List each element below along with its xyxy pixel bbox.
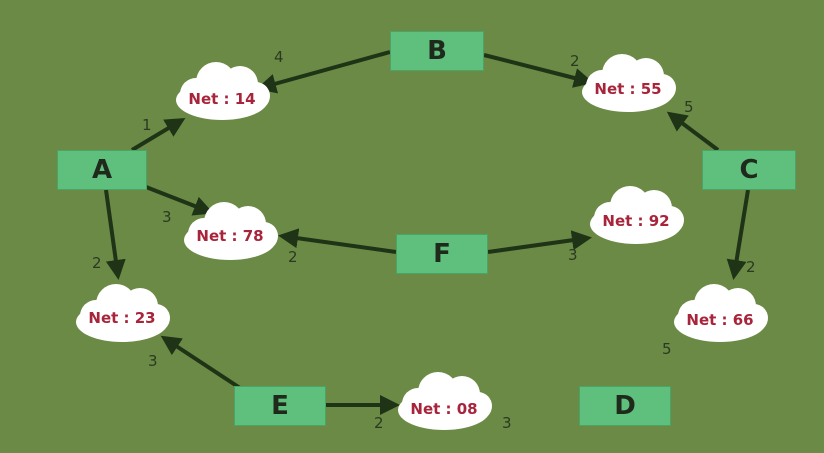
cost-label: 2: [288, 248, 298, 266]
links: [104, 50, 750, 415]
cost-label: 5: [684, 98, 694, 116]
link-b-net14: [256, 50, 391, 94]
link-a-net23: [104, 189, 126, 280]
cost-label: 2: [570, 52, 580, 70]
router-a: A: [57, 150, 147, 190]
cost-label: 4: [274, 48, 284, 66]
link-f-net92: [487, 230, 592, 254]
network-cloud-78: Net : 78: [184, 202, 278, 260]
router-label: F: [433, 239, 451, 269]
network-label: Net : 08: [410, 400, 477, 418]
network-cloud-92: Net : 92: [590, 186, 684, 244]
link-costs: 4 2 5 1 3 2 2 3 2 5 3 2 3: [92, 48, 756, 432]
cost-label: 5: [662, 340, 672, 358]
network-label: Net : 23: [88, 309, 155, 327]
network-label: Net : 14: [188, 90, 255, 108]
cost-label: 3: [568, 246, 578, 264]
link-b-net55: [483, 53, 594, 88]
router-label: C: [739, 155, 759, 185]
network-label: Net : 55: [594, 80, 661, 98]
cost-label: 1: [142, 116, 152, 134]
network-cloud-23: Net : 23: [76, 284, 170, 342]
router-d: D: [579, 386, 671, 426]
router-label: B: [427, 36, 447, 66]
cost-label: 3: [148, 352, 158, 370]
link-e-net23: [160, 335, 242, 390]
link-a-net14: [130, 117, 186, 152]
network-cloud-14: Net : 14: [176, 62, 270, 120]
router-label: E: [271, 391, 289, 421]
router-label: D: [614, 391, 636, 421]
link-a-net78: [145, 185, 214, 216]
cost-label: 2: [746, 258, 756, 276]
router-f: F: [396, 234, 488, 274]
network-cloud-66: Net : 66: [674, 284, 768, 342]
network-label: Net : 78: [196, 227, 263, 245]
network-label: Net : 66: [686, 311, 753, 329]
router-b: B: [390, 31, 484, 71]
network-cloud-08: Net : 08: [398, 372, 492, 430]
cost-label: 3: [502, 414, 512, 432]
router-e: E: [234, 386, 326, 426]
network-label: Net : 92: [602, 212, 669, 230]
cost-label: 2: [374, 414, 384, 432]
network-cloud-55: Net : 55: [582, 54, 676, 112]
link-c-net55: [666, 111, 720, 152]
router-c: C: [702, 150, 796, 190]
router-label: A: [91, 155, 113, 185]
link-c-net66: [726, 189, 750, 280]
cost-label: 3: [162, 208, 172, 226]
link-f-net78: [278, 228, 397, 254]
cost-label: 2: [92, 254, 102, 272]
